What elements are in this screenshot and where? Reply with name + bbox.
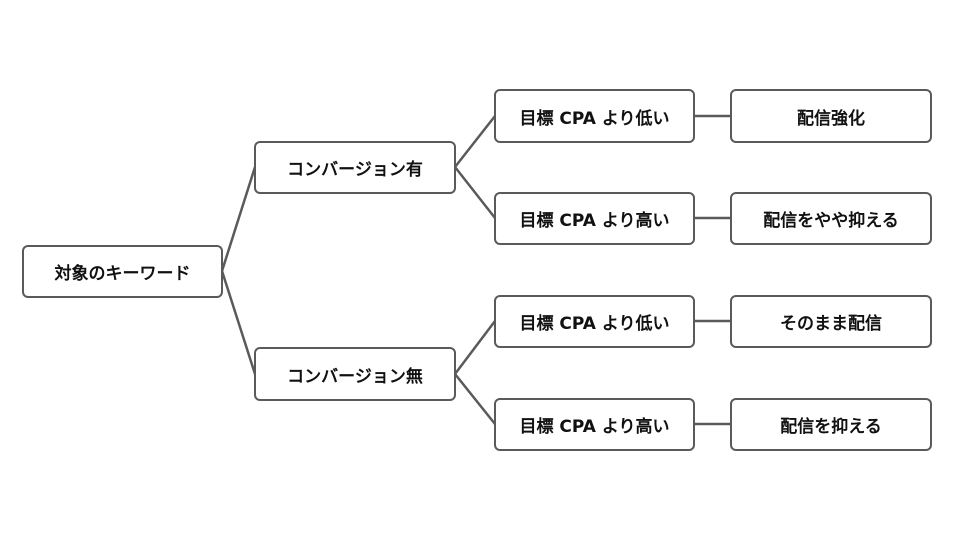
condition-node-yes-cpa-high: 目標 CPA より高い bbox=[494, 192, 695, 245]
action-node-boost-delivery: 配信強化 bbox=[730, 89, 932, 143]
condition-node-no-cpa-low: 目標 CPA より低い bbox=[494, 295, 695, 348]
edge-root-to-conversion-no bbox=[220, 269, 257, 376]
action-node-keep-delivery: そのまま配信 bbox=[730, 295, 932, 348]
branch-node-conversion-no: コンバージョン無 bbox=[254, 347, 456, 401]
edge-conversion-yes-to-cpa-low bbox=[453, 114, 497, 169]
edge-conversion-yes-to-cpa-high bbox=[453, 165, 497, 220]
condition-node-yes-cpa-low: 目標 CPA より低い bbox=[494, 89, 695, 143]
edge-conversion-no-to-cpa-high bbox=[453, 372, 497, 426]
branch-node-conversion-yes: コンバージョン有 bbox=[254, 141, 456, 194]
action-node-slightly-reduce-delivery: 配信をやや抑える bbox=[730, 192, 932, 245]
action-node-reduce-delivery: 配信を抑える bbox=[730, 398, 932, 451]
edge-conversion-no-to-cpa-low bbox=[453, 319, 497, 376]
condition-node-no-cpa-high: 目標 CPA より高い bbox=[494, 398, 695, 451]
edge-root-to-conversion-yes bbox=[220, 165, 257, 273]
root-node: 対象のキーワード bbox=[22, 245, 223, 298]
